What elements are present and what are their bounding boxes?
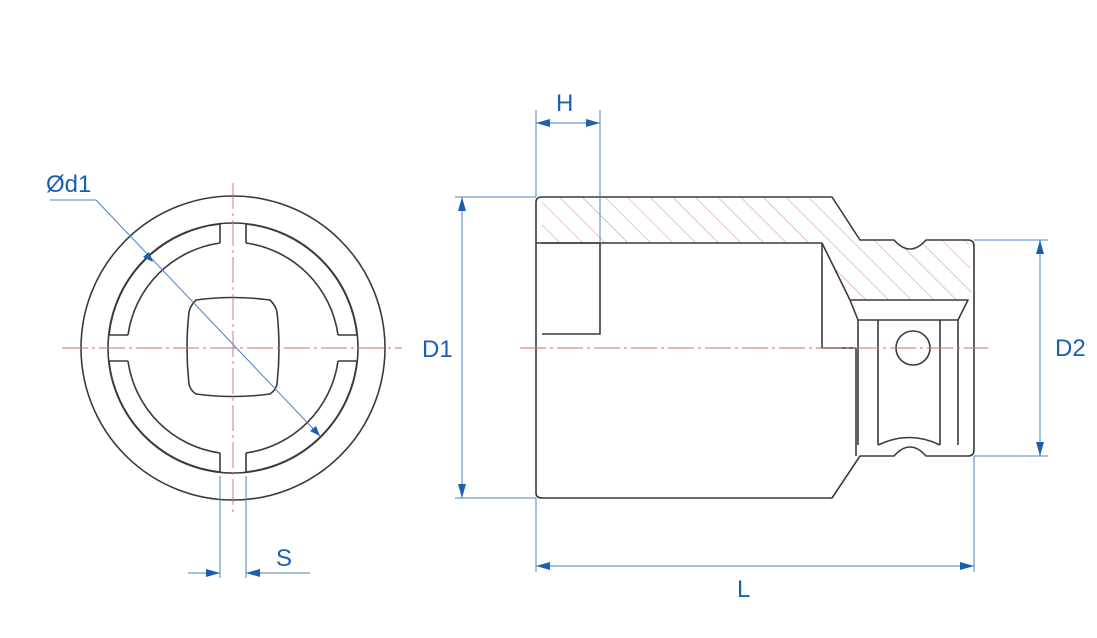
drive-diameter-label: D2 xyxy=(1055,335,1086,362)
length-dimension xyxy=(535,456,975,572)
outer-diameter-dimension xyxy=(455,196,536,499)
socket-body-outline xyxy=(535,196,975,499)
square-drive-hole xyxy=(186,296,280,398)
depth-pocket xyxy=(542,242,601,335)
slot-width-dimension xyxy=(188,476,310,578)
length-label: L xyxy=(737,576,750,603)
outer-diameter-label: D1 xyxy=(422,336,453,363)
slot-walls xyxy=(108,223,358,473)
drive-diameter-dimension xyxy=(974,239,1048,457)
diameter-label: Ød1 xyxy=(46,171,91,198)
depth-dimension xyxy=(535,110,601,243)
side-view: H D1 D2 L xyxy=(422,90,1086,603)
slot-width-label: S xyxy=(276,545,292,572)
depth-label: H xyxy=(556,90,573,117)
front-view: Ød1 S xyxy=(46,171,402,578)
section-hatch xyxy=(542,197,972,300)
diameter-dimension xyxy=(50,199,321,437)
